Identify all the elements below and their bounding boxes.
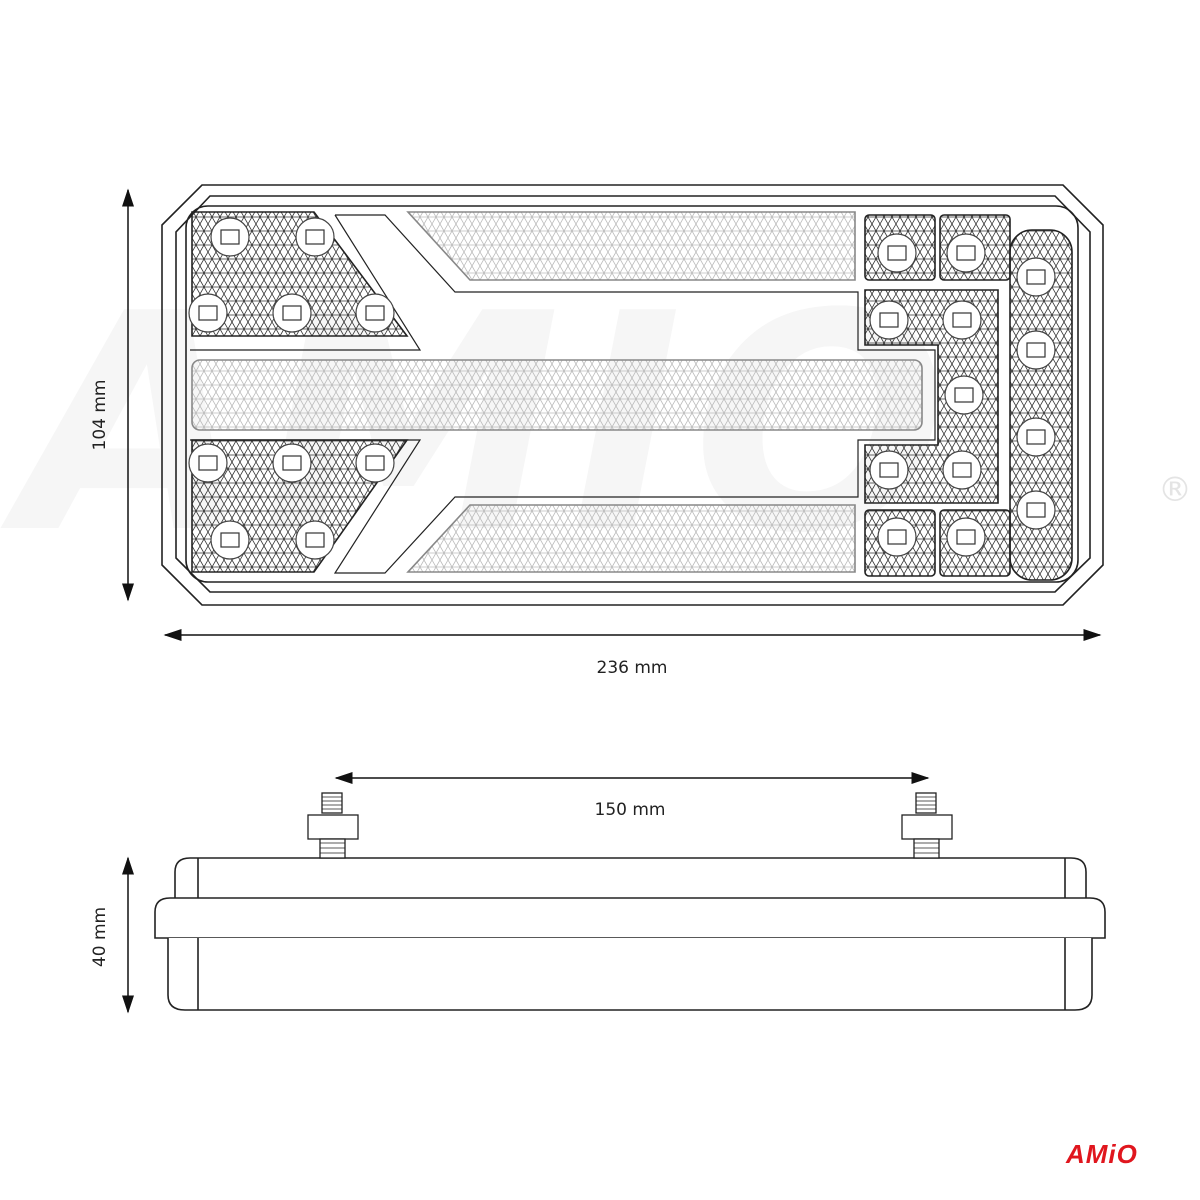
led [355,293,395,333]
led [869,300,909,340]
led [877,233,917,273]
led [188,443,228,483]
mesh-right-center [864,289,999,504]
led [942,300,982,340]
led-group [188,217,1056,560]
light-guide [190,214,936,574]
led [295,217,335,257]
led [272,443,312,483]
led [877,517,917,557]
led [210,520,250,560]
amio-logo: AMiO [1066,1139,1138,1169]
led [272,293,312,333]
led [1016,490,1056,530]
led [188,293,228,333]
led [295,520,335,560]
led [210,217,250,257]
side-upper-body [174,857,1087,898]
led [1016,330,1056,370]
width-dimension-label: 236 mm [596,658,668,678]
depth-dimension-label: 40 mm [90,906,110,968]
led [1016,417,1056,457]
reflector-top [406,211,856,281]
side-flange [154,897,1106,939]
led [944,375,984,415]
led [355,443,395,483]
reflector-bottom [406,504,856,573]
mounting-stud-left [307,792,359,859]
mesh-right-column [1009,229,1073,581]
led [869,450,909,490]
stud-spacing-label: 150 mm [594,800,666,820]
led [946,233,986,273]
height-dimension-label: 104 mm [90,379,110,451]
housing-outline [161,184,1104,606]
side-lower-body [167,938,1093,1011]
mounting-stud-right [901,792,953,859]
led [942,450,982,490]
led [946,517,986,557]
reflector-center [191,359,923,431]
lens-panel [185,205,1079,583]
registered-mark: ® [1158,470,1192,510]
led [1016,257,1056,297]
side-view [154,857,1106,1011]
